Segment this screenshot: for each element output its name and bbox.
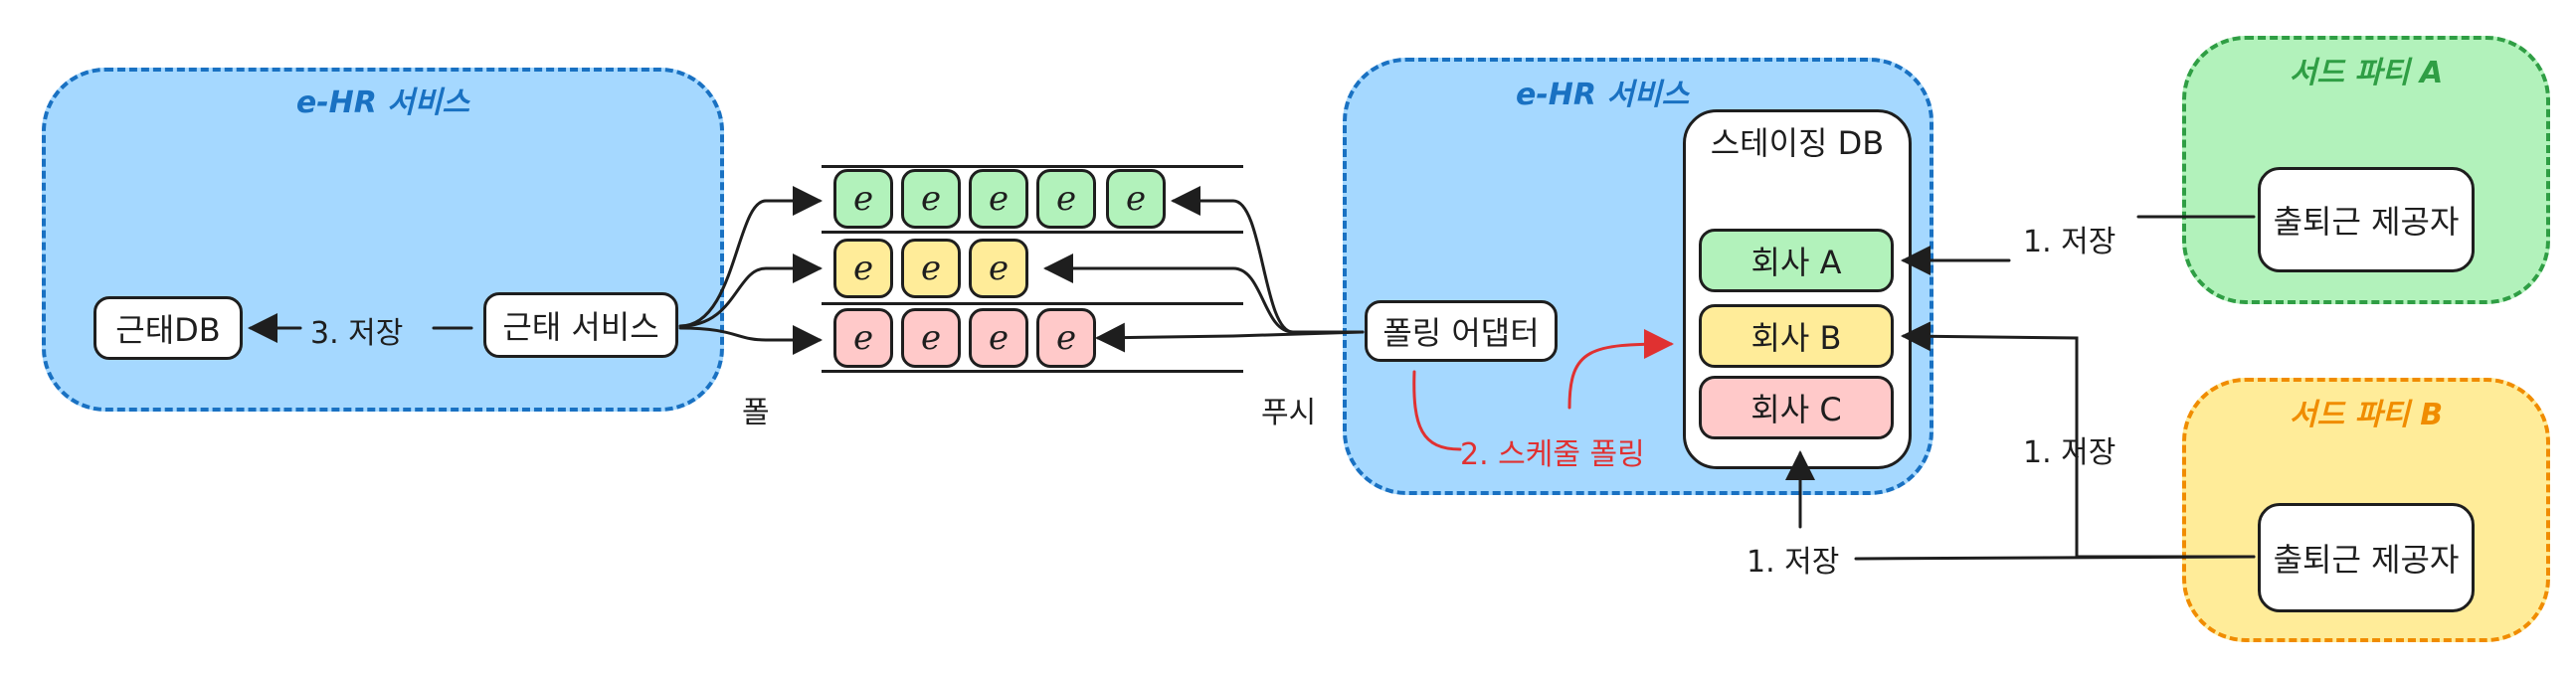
pull-arrow-red xyxy=(678,325,823,355)
staging-db-title: 스테이징 DB xyxy=(1710,124,1885,162)
queue-rail xyxy=(822,302,1243,305)
left-ehr-service-title: e-HR 서비스 xyxy=(295,85,470,120)
provider-b-node[interactable]: 출퇴근 제공자 xyxy=(2258,503,2475,612)
company-b-node[interactable]: 회사 B xyxy=(1699,304,1894,368)
save-label-3: 3. 저장 xyxy=(310,316,404,351)
store-label-b: 1. 저장 xyxy=(2023,435,2116,470)
attendance-db-node[interactable]: 근태DB xyxy=(93,296,243,360)
push-arrow-red xyxy=(1095,322,1365,353)
queue-event-chip-red: e xyxy=(969,308,1028,368)
company-a-node[interactable]: 회사 A xyxy=(1699,229,1894,292)
third-party-a-title: 서드 파티 A xyxy=(2289,56,2444,90)
queue-event-chip-green: e xyxy=(1106,169,1166,229)
queue-event-chip-green: e xyxy=(1036,169,1096,229)
schedule-polling-curve xyxy=(1412,370,1462,451)
queue-event-chip-green: e xyxy=(901,169,961,229)
pull-label: 폴 xyxy=(742,396,770,430)
queue-event-chip-green: e xyxy=(969,169,1028,229)
queue-event-chip-yellow: e xyxy=(969,239,1028,298)
queue-rail xyxy=(822,370,1243,373)
store-label-a: 1. 저장 xyxy=(2023,225,2116,259)
push-label: 푸시 xyxy=(1261,396,1317,430)
queue-event-chip-yellow: e xyxy=(833,239,893,298)
queue-event-chip-yellow: e xyxy=(901,239,961,298)
queue-event-chip-red: e xyxy=(1036,308,1096,368)
push-arrow-yellow xyxy=(1043,253,1365,334)
right-ehr-service-title: e-HR 서비스 xyxy=(1516,78,1690,112)
store-label-c: 1. 저장 xyxy=(1747,545,1840,580)
third-party-b-title: 서드 파티 B xyxy=(2289,398,2444,432)
provider-a-node[interactable]: 출퇴근 제공자 xyxy=(2258,167,2475,272)
queue-rail xyxy=(822,165,1243,168)
pull-arrow-yellow xyxy=(678,253,823,328)
queue-event-chip-red: e xyxy=(901,308,961,368)
queue-event-chip-red: e xyxy=(833,308,893,368)
polling-adapter-node[interactable]: 폴링 어댑터 xyxy=(1365,300,1558,362)
schedule-polling-label: 2. 스케줄 폴링 xyxy=(1460,437,1645,472)
schedule-polling-arrow xyxy=(1567,329,1674,410)
company-c-node[interactable]: 회사 C xyxy=(1699,376,1894,439)
queue-rail xyxy=(822,231,1243,234)
store-arrow-line-c xyxy=(1854,555,2256,561)
queue-event-chip-green: e xyxy=(833,169,893,229)
attendance-service-node[interactable]: 근태 서비스 xyxy=(483,292,678,358)
pull-arrow-green xyxy=(678,186,823,328)
